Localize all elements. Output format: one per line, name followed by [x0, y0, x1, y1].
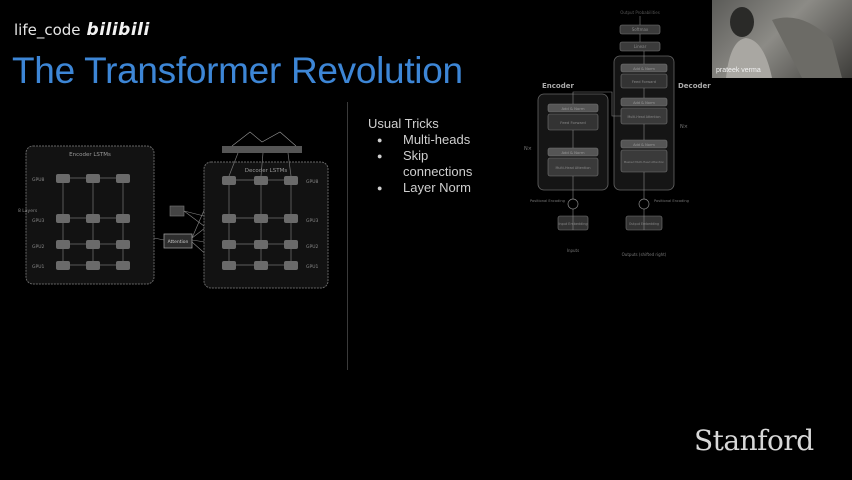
gpu-label-left-4: GPU1 — [32, 264, 44, 270]
decoder-blocks — [620, 63, 668, 173]
attention-box — [163, 233, 193, 249]
gpu-labels-left: GPU8 GPU3 GPU2 GPU1 — [32, 177, 44, 270]
enc-pos-label: Positional Encoding — [530, 199, 565, 203]
dec-positional-encoding-icon — [638, 198, 650, 210]
encoder-blocks — [547, 103, 599, 177]
layers-label: 8 Layers — [18, 208, 38, 214]
attention-label: Attention — [168, 239, 189, 245]
encoder-cells — [56, 174, 130, 270]
decoder-label: Decoder — [678, 82, 711, 90]
tricks-heading: Usual Tricks — [368, 116, 439, 131]
enc-add-norm-label: Add & Norm — [561, 106, 584, 111]
tricks-list: Multi-heads Skip connections Layer Norm — [368, 132, 485, 196]
gpu-label-right-2: GPU3 — [306, 218, 318, 224]
slide-title: The Transformer Revolution — [12, 50, 463, 91]
softmax-fan — [231, 131, 297, 147]
gpu-labels-right: GPU8 GPU3 GPU2 GPU1 — [306, 179, 318, 270]
n-label-left: N× — [524, 146, 532, 152]
n-label-right: N× — [680, 124, 688, 130]
watermark: life_code bilibili — [14, 20, 150, 40]
enc-feed-forward-label: Feed Forward — [560, 120, 586, 125]
dec-add-norm-label-1: Add & Norm — [633, 67, 655, 71]
output-probabilities-label: Output Probabilities — [620, 10, 660, 15]
decoder-cells — [222, 176, 298, 270]
vertical-divider — [347, 102, 348, 370]
softmax-bar — [222, 146, 302, 153]
encoder-arrows — [62, 177, 124, 266]
enc-add-norm-label-2: Add & Norm — [561, 150, 584, 155]
transformer-arrows — [572, 16, 645, 230]
gpu-label-right-1: GPU8 — [306, 179, 318, 185]
linear-label: Linear — [634, 44, 647, 49]
dec-masked-label: Masked Multi-Head Attention — [624, 160, 665, 164]
attention-small-box — [169, 205, 185, 217]
stanford-logo: Stanford — [694, 424, 814, 457]
dec-feed-forward-label: Feed Forward — [632, 80, 656, 84]
speaker-name: prateek verma — [716, 67, 761, 74]
enc-positional-encoding-icon — [567, 198, 579, 210]
trick-item: Layer Norm — [368, 180, 485, 196]
gpu-label-right-4: GPU1 — [306, 264, 318, 270]
gpu-label-left-3: GPU2 — [32, 244, 44, 250]
decoder-lstm-label: Decoder LSTMs — [245, 168, 288, 174]
gpu-label-left-2: GPU3 — [32, 218, 44, 224]
speaker-webcam: prateek verma — [712, 0, 852, 78]
outputs-label: Outputs (shifted right) — [622, 252, 667, 257]
gpu-label-left-1: GPU8 — [32, 177, 44, 183]
dec-pos-label: Positional Encoding — [654, 199, 689, 203]
decoder-lstm-box — [203, 161, 329, 289]
usual-tricks-panel: Usual Tricks Multi-heads Skip connection… — [368, 116, 485, 196]
encoder-lstm-label: Encoder LSTMs — [69, 152, 111, 158]
dec-mha-label: Multi-Head Attention — [627, 115, 660, 119]
watermark-handle: life_code — [14, 21, 81, 39]
trick-item: Skip connections — [368, 148, 485, 180]
bilibili-logo: bilibili — [86, 20, 150, 40]
enc-mha-label: Multi-Head Attention — [555, 166, 590, 170]
gpu-label-right-3: GPU2 — [306, 244, 318, 250]
lstm-encoder-decoder-diagram: Encoder LSTMs 8 Layers GPU8 GPU3 GPU2 GP… — [18, 131, 329, 289]
encoder-label: Encoder — [542, 82, 574, 90]
dec-add-norm-label-3: Add & Norm — [633, 143, 655, 147]
decoder-top-stack — [619, 24, 661, 52]
decoder-arrows — [228, 152, 292, 266]
inputs-label: Inputs — [567, 248, 579, 253]
trick-item: Multi-heads — [368, 132, 485, 148]
softmax-label: Softmax — [632, 27, 649, 32]
speaker-silhouette — [726, 7, 842, 78]
dec-add-norm-label-2: Add & Norm — [633, 101, 655, 105]
transformer-architecture-diagram: Output Probabilities Softmax Linear Enco… — [524, 10, 711, 257]
